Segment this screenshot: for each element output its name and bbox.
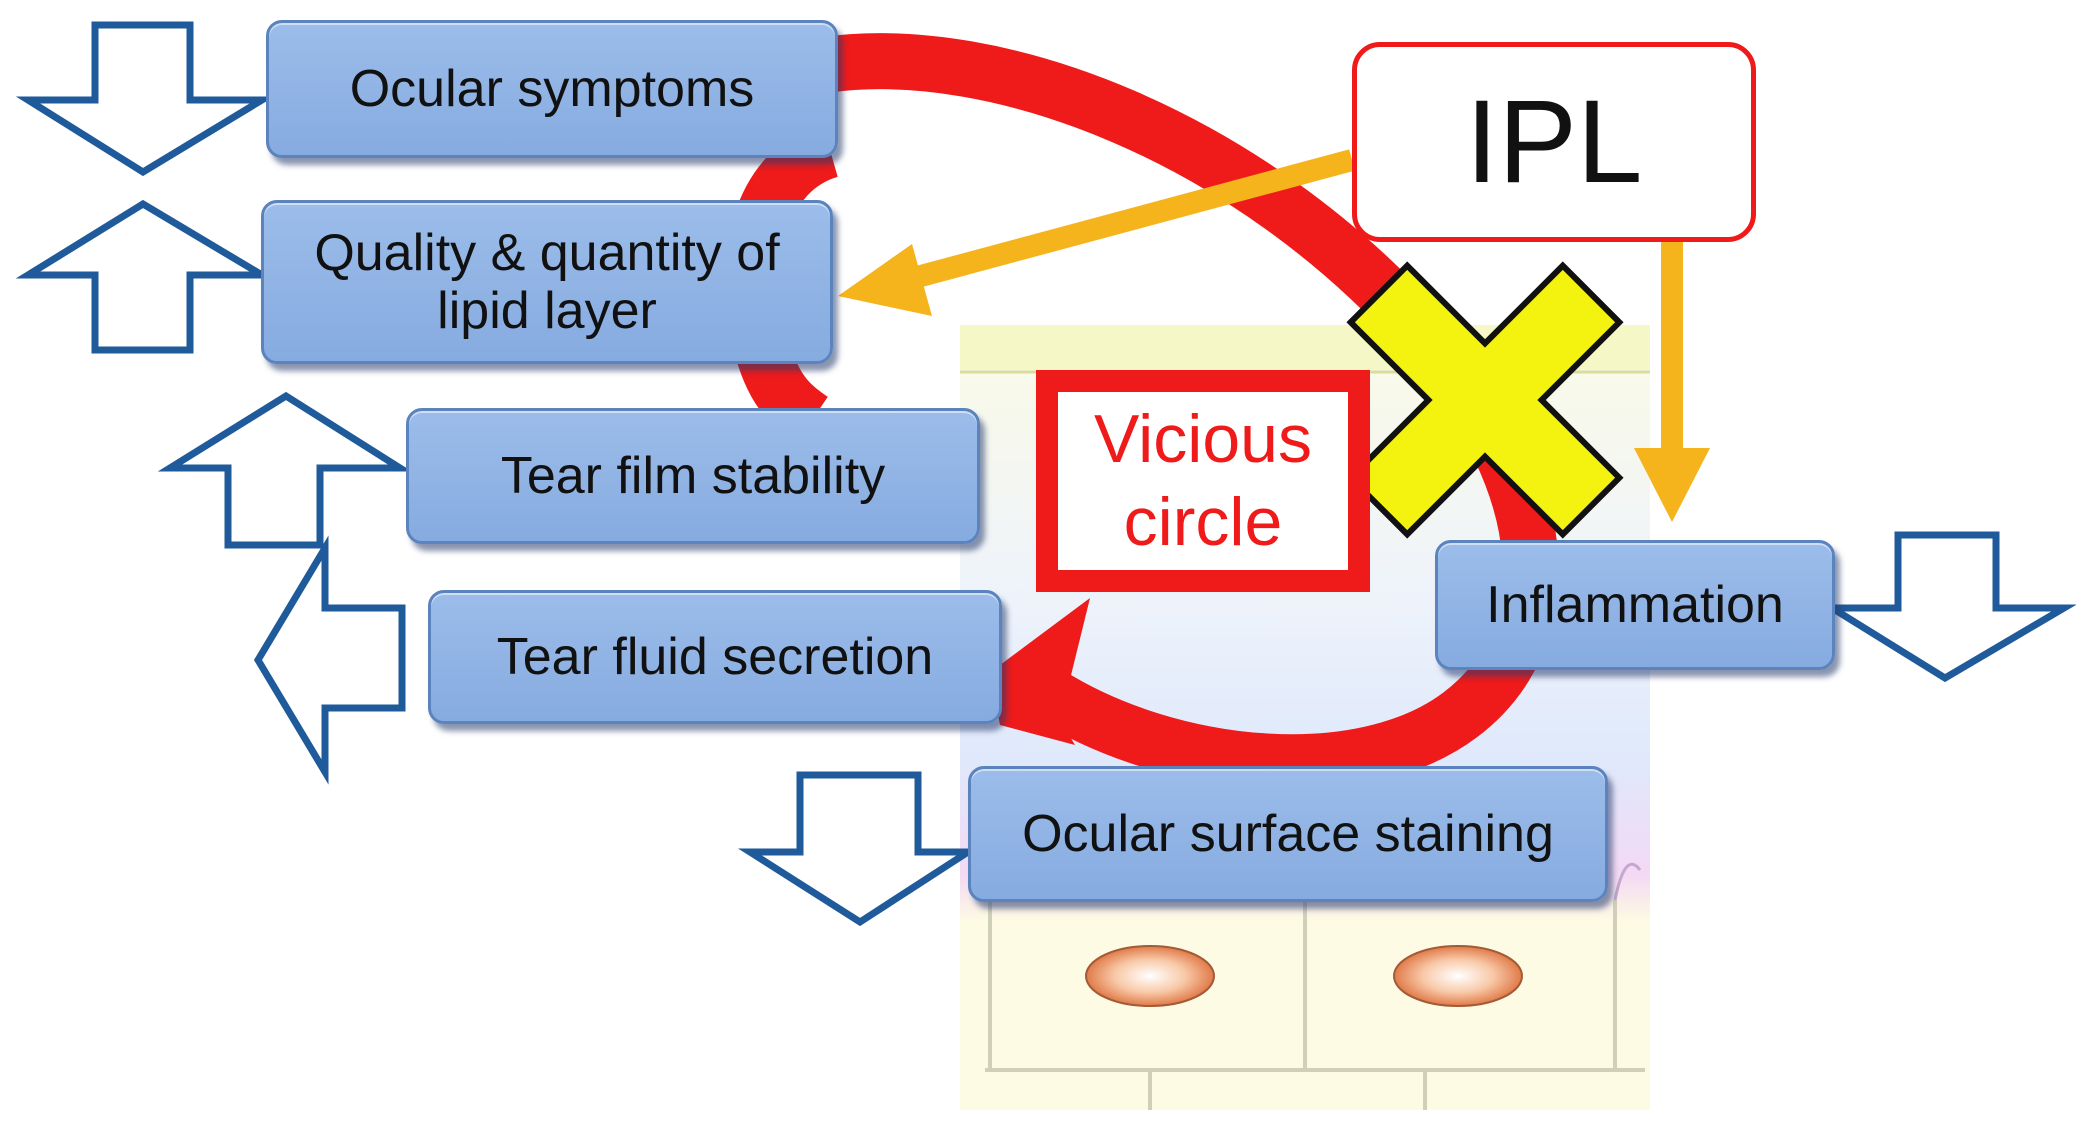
- inflammation-box: Inflammation: [1435, 540, 1835, 670]
- tear-film-stability-box: Tear film stability: [406, 408, 980, 544]
- block-cross-icon: [1346, 261, 1624, 539]
- lipid-layer-label: Quality & quantity of lipid layer: [314, 223, 780, 340]
- ocular-symptoms-box: Ocular symptoms: [266, 20, 838, 158]
- vicious-circle-label: Vicious circle: [1094, 401, 1312, 560]
- ocular-symptoms-label: Ocular symptoms: [349, 59, 755, 118]
- ocular-surface-staining-box: Ocular surface staining: [968, 766, 1608, 902]
- inflammation-down-arrow-icon: [1819, 531, 2076, 683]
- tear-fluid-secretion-label: Tear fluid secretion: [496, 627, 934, 686]
- cell-nucleus-left: [1085, 945, 1215, 1007]
- indicator-arrows: [15, 21, 2076, 927]
- ocular-symptoms-down-arrow-icon: [15, 21, 275, 177]
- ocular-surface-staining-down-arrow-icon: [737, 771, 980, 927]
- ipl-box: IPL: [1352, 42, 1756, 242]
- ocular-surface-staining-label: Ocular surface staining: [1022, 804, 1554, 863]
- ipl-label: IPL: [1465, 76, 1643, 208]
- lipid-layer-up-arrow-icon: [15, 199, 275, 354]
- cell-nucleus-right: [1393, 945, 1523, 1007]
- lipid-layer-box: Quality & quantity of lipid layer: [261, 200, 833, 364]
- vicious-circle-box: Vicious circle: [1036, 370, 1370, 592]
- tear-fluid-secretion-up-arrow-icon: [253, 535, 406, 785]
- tear-film-stability-label: Tear film stability: [500, 446, 886, 505]
- inflammation-label: Inflammation: [1486, 575, 1784, 634]
- ipl-arrows: [838, 149, 1710, 522]
- tear-fluid-secretion-box: Tear fluid secretion: [428, 590, 1002, 724]
- tear-film-stability-up-arrow-icon: [157, 391, 413, 549]
